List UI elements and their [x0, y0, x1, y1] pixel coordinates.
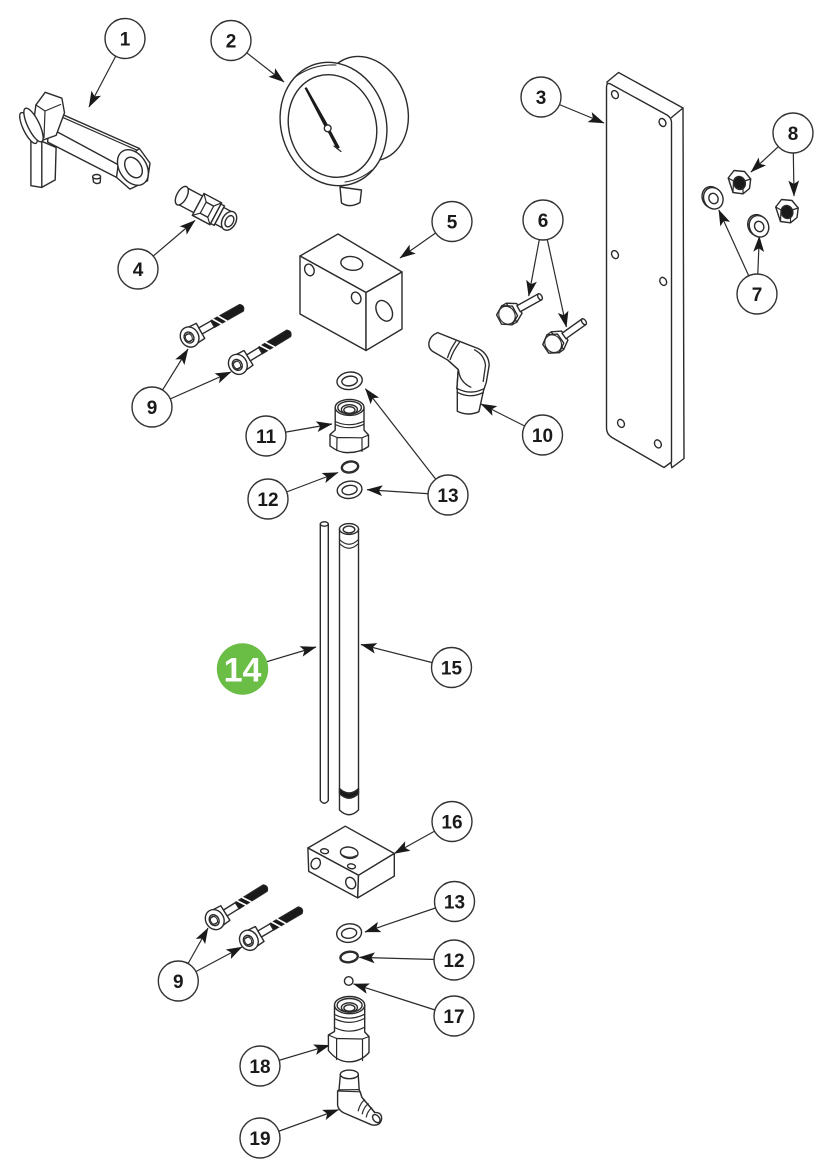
svg-text:2: 2: [226, 31, 237, 52]
svg-text:8: 8: [788, 124, 799, 145]
svg-text:3: 3: [536, 88, 547, 109]
svg-text:19: 19: [249, 1129, 270, 1150]
svg-text:13: 13: [437, 486, 458, 507]
svg-text:9: 9: [147, 398, 158, 419]
svg-text:7: 7: [752, 285, 763, 306]
svg-text:11: 11: [256, 427, 277, 448]
svg-text:5: 5: [447, 212, 458, 233]
svg-text:18: 18: [249, 1057, 270, 1078]
svg-text:17: 17: [443, 1007, 464, 1028]
svg-text:6: 6: [538, 211, 549, 232]
svg-text:16: 16: [441, 812, 462, 833]
svg-text:9: 9: [173, 972, 184, 993]
svg-text:12: 12: [443, 951, 464, 972]
svg-text:10: 10: [532, 426, 553, 447]
svg-text:13: 13: [444, 892, 465, 913]
svg-text:1: 1: [120, 29, 131, 50]
svg-text:15: 15: [441, 658, 463, 679]
svg-text:4: 4: [133, 260, 144, 281]
svg-text:14: 14: [224, 651, 262, 689]
svg-text:12: 12: [257, 490, 278, 511]
